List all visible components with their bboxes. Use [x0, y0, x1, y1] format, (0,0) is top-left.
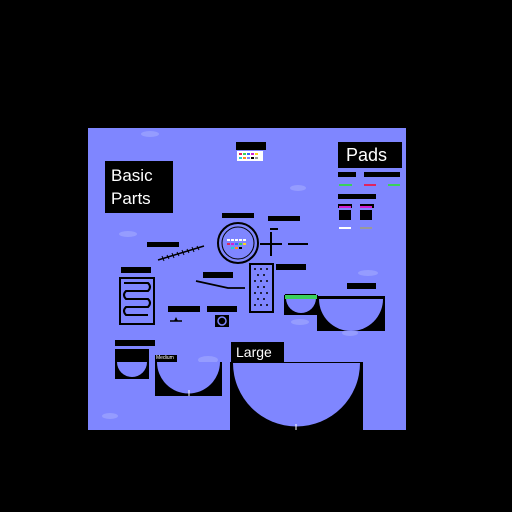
palette-header	[236, 142, 266, 150]
cloud	[342, 330, 358, 336]
bumper[interactable]	[217, 213, 259, 264]
title-basic-parts: Basic Parts	[105, 161, 173, 213]
flipper-label	[168, 306, 200, 312]
medium-bowl-tag: Medium	[155, 355, 177, 362]
bumper-colors	[227, 239, 246, 249]
palette-swatch-area	[237, 151, 263, 161]
cloud	[358, 270, 378, 276]
pad-label	[338, 172, 356, 177]
pad-white[interactable]	[339, 227, 351, 229]
scene-drawing	[102, 131, 400, 430]
title-basic-parts-line2: Parts	[111, 189, 151, 208]
zigzag-spring-icon[interactable]	[119, 267, 155, 325]
crosshair-label	[268, 216, 300, 221]
medium-bowl[interactable]	[155, 362, 222, 396]
spinner-label	[207, 306, 237, 312]
palette-dots	[239, 153, 258, 159]
pad-magenta[interactable]	[339, 206, 351, 208]
pad-label	[338, 194, 376, 199]
large-bowl[interactable]	[230, 362, 363, 430]
chain-rail[interactable]	[147, 242, 205, 262]
pad-bowls[interactable]	[284, 283, 385, 331]
bumper-label	[222, 213, 254, 218]
title-pads: Pads	[338, 142, 402, 168]
pad-green[interactable]	[285, 295, 317, 299]
cloud	[141, 131, 159, 137]
flipper[interactable]	[168, 306, 200, 322]
pad-magenta[interactable]	[360, 206, 372, 208]
crosshair-icon[interactable]	[260, 216, 308, 256]
pad-green[interactable]	[339, 184, 352, 186]
chain-label	[147, 242, 179, 247]
pad-green[interactable]	[388, 184, 400, 186]
cloud	[119, 231, 137, 237]
ramp-label	[203, 272, 233, 278]
pads-grid[interactable]	[338, 172, 400, 229]
ring-inner	[221, 226, 255, 260]
title-basic-parts-line1: Basic	[111, 166, 153, 185]
small-bowl-label	[115, 340, 155, 346]
pad-label	[364, 172, 400, 177]
bowl-label	[347, 283, 376, 289]
cloud	[291, 319, 309, 325]
pad-block	[339, 210, 351, 220]
title-large: Large	[231, 342, 284, 362]
cloud	[102, 413, 118, 419]
level-canvas[interactable]: Basic Parts Pads Large Medium	[88, 128, 406, 430]
ring-bumper-icon	[217, 222, 259, 264]
pad-block	[360, 210, 372, 220]
spring-label	[121, 267, 151, 273]
fan-spinner-icon[interactable]	[207, 306, 237, 327]
column-label	[276, 264, 306, 270]
small-bowl[interactable]	[115, 340, 155, 379]
color-palette[interactable]	[236, 142, 266, 161]
pad-grey[interactable]	[360, 227, 372, 229]
dotted-column[interactable]	[249, 263, 306, 313]
cloud	[290, 185, 306, 191]
ramp[interactable]	[195, 272, 245, 289]
pad-red[interactable]	[364, 184, 376, 186]
